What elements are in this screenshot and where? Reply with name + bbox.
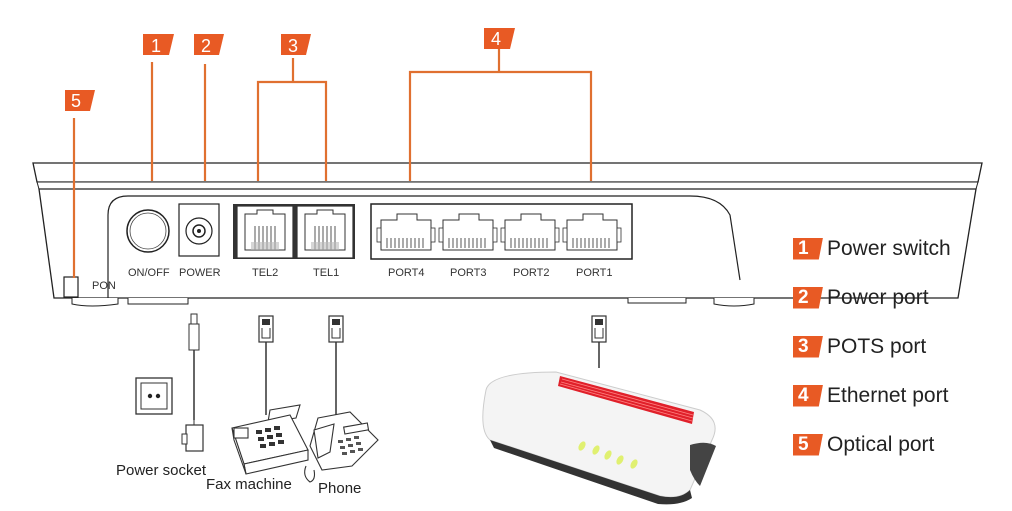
home-router-icon: [482, 371, 716, 505]
callout-badge-5: 5: [65, 90, 95, 111]
power-adapter-icon: [181, 313, 204, 452]
legend-badge: 2: [793, 286, 823, 309]
label-pon: PON: [92, 280, 116, 292]
legend-item-optical-port: 5 Optical port: [793, 420, 951, 469]
label-onoff: ON/OFF: [128, 267, 170, 279]
legend-badge: 3: [793, 335, 823, 358]
legend-badge: 5: [793, 433, 823, 456]
label-port1: PORT1: [576, 267, 612, 279]
legend-badge: 4: [793, 384, 823, 407]
pon-port: [63, 276, 79, 298]
legend-label: Optical port: [827, 432, 935, 456]
fax-machine-icon: [231, 404, 309, 475]
power-socket-icon: [135, 377, 173, 415]
label-phone: Phone: [318, 480, 361, 497]
tel-cable-phone: [328, 315, 344, 420]
legend-badge: 1: [793, 237, 823, 260]
power-jack: [178, 203, 220, 257]
label-tel2: TEL2: [252, 267, 278, 279]
callout-badge-2: 2: [194, 34, 224, 56]
legend-label: POTS port: [827, 334, 927, 358]
label-port4: PORT4: [388, 267, 424, 279]
phone-icon: [304, 411, 379, 483]
label-power-socket: Power socket: [116, 462, 207, 479]
ethernet-ports: [370, 203, 633, 260]
svg-text:3: 3: [288, 36, 298, 56]
legend-item-power-port: 2 Power port: [793, 273, 951, 322]
callout-badge-3: 3: [281, 34, 311, 56]
label-fax-machine: Fax machine: [206, 476, 292, 493]
legend-item-ethernet-port: 4 Ethernet port: [793, 371, 951, 420]
svg-text:4: 4: [491, 29, 501, 49]
svg-text:1: 1: [151, 36, 161, 56]
ethernet-cable: [591, 315, 607, 368]
callout-badge-1: 1: [143, 34, 174, 56]
svg-text:5: 5: [71, 91, 81, 111]
svg-text:2: 2: [201, 36, 211, 56]
legend-label: Power port: [827, 285, 929, 309]
legend-label: Power switch: [827, 236, 951, 260]
label-port3: PORT3: [450, 267, 486, 279]
label-power: POWER: [179, 267, 221, 279]
legend-item-power-switch: 1 Power switch: [793, 224, 951, 273]
power-switch: [126, 209, 170, 253]
pots-ports: [233, 204, 355, 259]
label-tel1: TEL1: [313, 267, 339, 279]
label-port2: PORT2: [513, 267, 549, 279]
callout-badge-4: 4: [484, 28, 515, 49]
tel-cable-fax: [258, 315, 274, 415]
legend: 1 Power switch 2 Power port 3 POTS port …: [793, 224, 951, 469]
callout-lines: [72, 49, 593, 278]
legend-label: Ethernet port: [827, 383, 949, 407]
legend-item-pots-port: 3 POTS port: [793, 322, 951, 371]
